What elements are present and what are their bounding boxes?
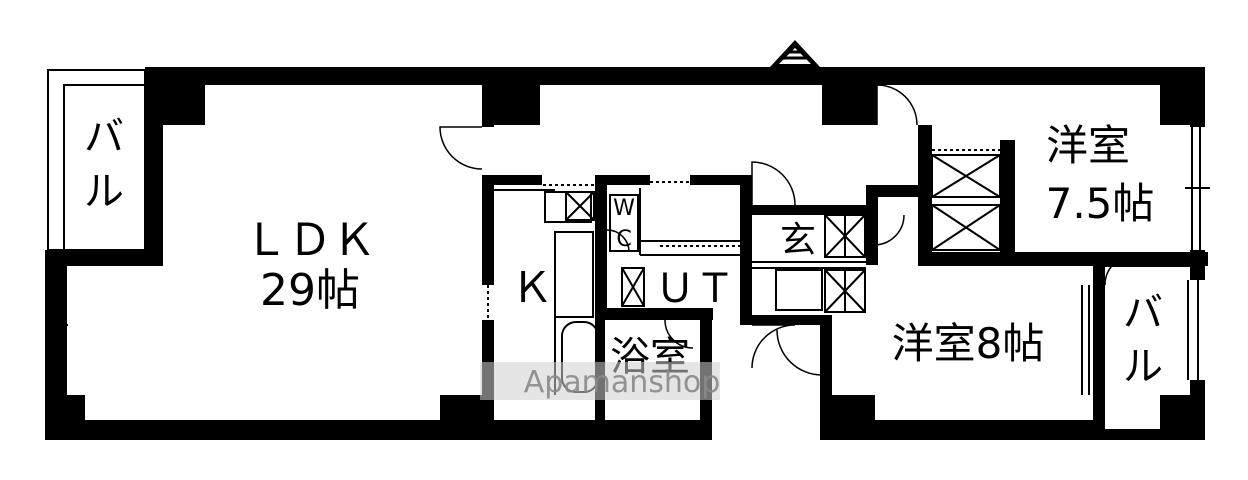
balcony-left-char-1: バ bbox=[84, 114, 124, 160]
wall-wc-right bbox=[740, 175, 752, 325]
wall-left-ldk bbox=[45, 250, 67, 440]
wall-storage-right bbox=[1000, 140, 1015, 266]
storage-wc bbox=[565, 191, 595, 221]
balcony-left-inner bbox=[63, 84, 146, 251]
wall-closet-top bbox=[866, 185, 921, 197]
door-upper-room bbox=[876, 84, 918, 126]
door-wc bbox=[606, 229, 630, 253]
entrance-label: 玄 bbox=[780, 220, 816, 261]
balcony-left-char-2: ル bbox=[84, 169, 124, 215]
wall-wc-top-a bbox=[595, 175, 650, 185]
washing-machine-w: W bbox=[613, 196, 635, 221]
toilet-box bbox=[609, 194, 639, 252]
door-closet bbox=[873, 214, 905, 246]
upper-room-size: 7.5帖 bbox=[1046, 179, 1155, 228]
wall-storage-left bbox=[918, 125, 932, 265]
ldk-label: ＬＤＫ bbox=[244, 215, 376, 266]
wall-room8-left bbox=[820, 315, 832, 395]
doors bbox=[439, 84, 1136, 376]
wall-wc-left bbox=[595, 175, 607, 320]
door-room8 bbox=[776, 329, 823, 376]
balcony-right-char-2: ル bbox=[1123, 344, 1163, 390]
watermark-text: Apamanshop bbox=[524, 365, 721, 400]
wall-storage-top-left bbox=[918, 125, 930, 150]
ldk-size: 29帖 bbox=[260, 265, 360, 316]
wall-ut-bottom bbox=[595, 308, 713, 320]
upper-room-label: 洋室 bbox=[1046, 121, 1130, 170]
door-ldk bbox=[439, 126, 483, 170]
ut-label: ＵＴ bbox=[655, 266, 735, 312]
corner-block-6 bbox=[820, 395, 875, 440]
wall-ldk-kitchen-upper bbox=[482, 67, 494, 127]
kitchen-counter bbox=[554, 231, 594, 318]
corner-block-2 bbox=[45, 395, 85, 440]
entrance-step bbox=[775, 269, 823, 311]
entry-mark bbox=[770, 40, 820, 67]
wall-rooms-divider bbox=[918, 252, 1208, 266]
door-entrance bbox=[751, 324, 796, 369]
labels: ＬＤＫ 29帖 Ｋ バ ル バ ル 洋室 7.5帖 洋室8帖 ＵＴ 浴室 玄 W… bbox=[84, 114, 1163, 390]
wall-wc-top-b bbox=[690, 175, 752, 185]
balcony-right-rail bbox=[1097, 265, 1199, 431]
wall-ldk-kitchen-mid bbox=[482, 175, 494, 285]
wall-bottom-left bbox=[45, 420, 710, 440]
washing-machine-c: C bbox=[616, 227, 631, 252]
balcony-right-char-1: バ bbox=[1123, 290, 1163, 336]
lower-room-label: 洋室8帖 bbox=[892, 319, 1045, 368]
balcony-left-rail bbox=[47, 69, 146, 251]
corner-block-1 bbox=[145, 67, 205, 125]
door-balcony bbox=[1104, 254, 1136, 286]
wall-right-upper bbox=[1190, 67, 1205, 127]
watermark-band bbox=[480, 362, 720, 400]
wall-top bbox=[145, 67, 1205, 85]
corner-block-4 bbox=[822, 67, 877, 125]
thin-lines bbox=[45, 69, 1210, 431]
kitchen-label: Ｋ bbox=[511, 263, 553, 312]
door-corridor bbox=[751, 161, 796, 206]
wall-bottom-right bbox=[820, 420, 1095, 440]
door-bath bbox=[664, 319, 694, 349]
laundry-box bbox=[621, 267, 645, 307]
wall-bottom-balcony bbox=[1093, 430, 1205, 440]
closet-2 bbox=[931, 204, 1001, 251]
wall-entrance-bottom bbox=[752, 315, 822, 325]
wall-kitchen-top bbox=[482, 175, 542, 185]
closet-1 bbox=[931, 154, 1001, 198]
wall-entrance-top bbox=[752, 205, 874, 215]
corner-block-8 bbox=[440, 395, 490, 440]
